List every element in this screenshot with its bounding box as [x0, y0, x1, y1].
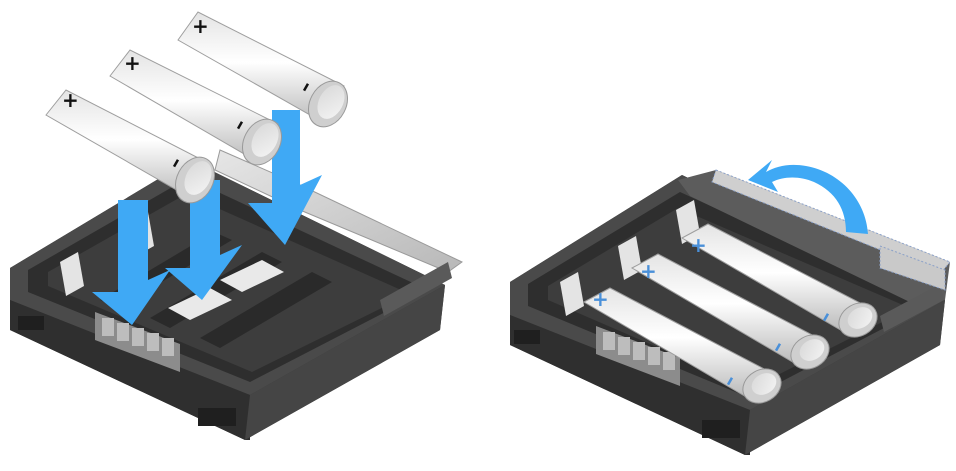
battery-plus-sign: +	[690, 233, 707, 257]
battery-plus-sign: +	[192, 14, 209, 38]
battery-plus-sign: +	[124, 51, 141, 75]
battery-housing	[10, 160, 452, 440]
battery-plus-sign: +	[62, 88, 79, 112]
panel-insert-batteries: + – + – + –	[10, 12, 462, 440]
panel-close-lid: + – + – + –	[510, 160, 950, 455]
battery-plus-sign: +	[640, 259, 657, 283]
battery-plus-sign: +	[592, 287, 609, 311]
